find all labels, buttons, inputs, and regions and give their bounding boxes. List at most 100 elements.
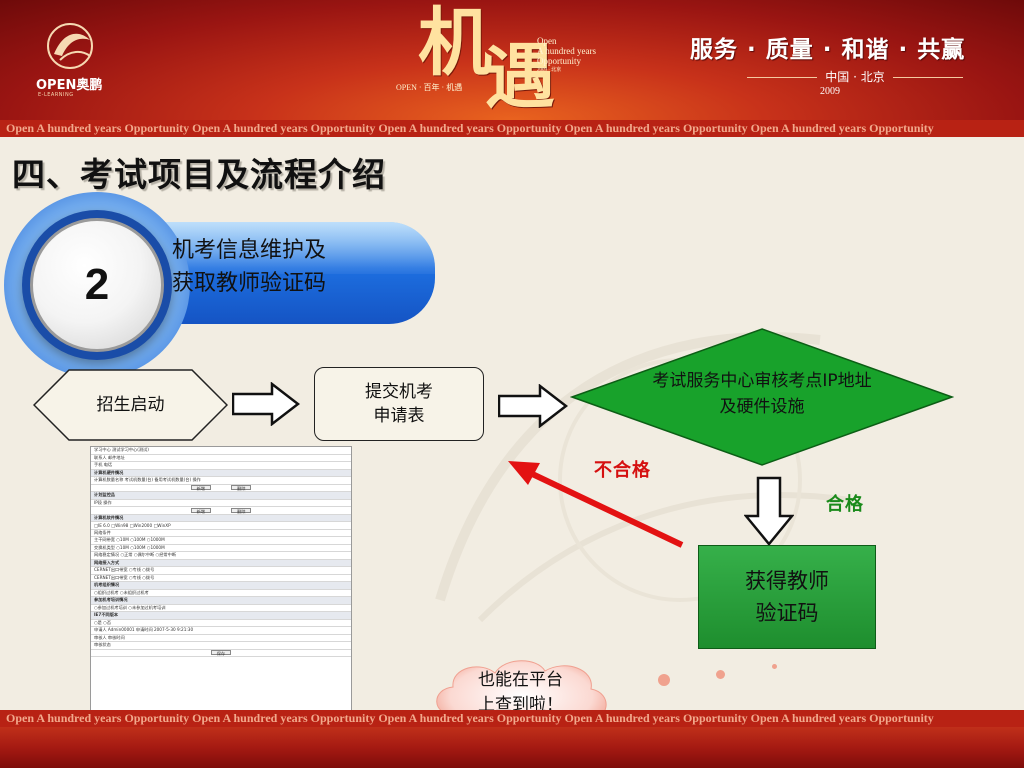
form-cell-text: CERNET出口带宽 ○专线 ○拨号 [94,567,155,573]
decorative-dot [658,674,670,686]
flow-submit-line2: 申请表 [373,406,425,426]
form-section-header: 计算机软件情况 [91,514,351,522]
form-row: 网络稳定情况 ○正常 ○偶尔中断 ○经常中断 [91,552,351,560]
flow-arrow-right-icon [232,382,300,426]
emblem-line: A hundred years [537,46,596,56]
form-section-header: 机考组织情况 [91,582,351,590]
flow-pass-label: 合格 [826,494,864,515]
form-row: IP段 操作 [91,499,351,507]
flow-review-label: 考试服务中心审核考点IP地址 及硬件设施 [590,368,934,420]
form-cell-text: 交换机类型 ○10M ○100M ○1000M [94,544,165,550]
form-button[interactable]: 删除 [231,507,252,514]
flow-submit-box: 提交机考 申请表 [314,367,484,441]
emblem-subtitle: OPEN · 百年 · 机遇 [396,83,463,92]
form-row: 交换机类型 ○10M ○100M ○1000M [91,544,351,552]
form-row: 主干网带宽 ○10M ○100M ○1000M [91,537,351,545]
step-label-line1: 机考信息维护及 [172,238,327,263]
form-cell-text: 网络稳定情况 ○正常 ○偶尔中断 ○经常中断 [94,552,176,558]
decorative-dot [716,670,725,679]
form-row: 保存 [91,650,351,657]
form-cell-text: 手机 电话 [94,462,113,468]
form-cell-text: 计算机软件情况 [94,514,124,520]
flow-review-line1: 考试服务中心审核考点IP地址 [652,371,872,391]
footer-banner [0,727,1024,768]
form-row: 新增 删除 [91,485,351,492]
form-cell-text: ○参加过机考培训 ○未参加过机考培训 [94,604,166,610]
form-row: ○参加过机考培训 ○未参加过机考培训 [91,604,351,612]
application-form-screenshot: 学习中心 测试学习中心(测试)联系人 邮件地址手机 电话计算机硬件情况计算机数量… [90,446,352,716]
form-row: 申请人 Admin00001 申请时间 2007-5-30 9:21:30 [91,627,351,635]
form-cell-text: 参加机考培训情况 [94,597,128,603]
form-cell-text: 计算机硬件情况 [94,469,124,475]
start-hexagon-shape [33,369,228,441]
brand-logo-subtext: E-LEARNING [38,92,74,98]
flow-arrow-down-icon [744,476,794,546]
flow-submit-line1: 提交机考 [365,382,433,402]
form-section-header: IE7不同版本 [91,612,351,620]
emblem-line: 2009 · 北京 [537,68,562,73]
form-cell-text: 学习中心 测试学习中心(测试) [94,447,149,453]
brand-logo-text: OPEN奥鹏 [36,78,103,93]
decorative-dot [772,664,777,669]
form-cell-text: 主干网带宽 ○10M ○100M ○1000M [94,537,165,543]
center-emblem: 机 遇 Open A hundred years Opportunity 200… [396,6,610,118]
form-row: 学习中心 测试学习中心(测试) [91,447,351,455]
flow-result-box: 获得教师 验证码 [698,545,876,649]
form-row: 新增 删除 [91,507,351,515]
form-section-header: 参加机考培训情况 [91,597,351,605]
form-row: CERNET出口带宽 ○专线 ○拨号 [91,567,351,575]
form-cell-text: 网络条件 [94,529,111,535]
form-button[interactable]: 保存 [210,650,232,656]
flow-result-line2: 验证码 [755,601,819,625]
tagline-bar-bottom: Open A hundred years Opportunity Open A … [0,710,1024,727]
form-cell-text: □IE 6.0 □Win98 □Win2000 □WinXP [94,522,171,528]
form-cell-text: 审核状态 [94,642,111,648]
emblem-line: Opportunity [537,56,581,66]
form-row: 网络条件 [91,529,351,537]
flow-fail-label: 不合格 [594,460,651,481]
header-banner: OPEN奥鹏 E-LEARNING 机 遇 Open A hundred yea… [0,0,1024,120]
form-cell-text: 网络接入方式 [94,559,120,565]
page-title: 四、考试项目及流程介绍 [12,155,386,194]
flow-result-line1: 获得教师 [745,569,829,593]
flow-arrow-right-icon [498,384,568,428]
brand-logo-icon [47,23,93,69]
form-row: ○组织过机考 ○未组织过机考 [91,589,351,597]
emblem-line: Open [537,36,557,46]
form-cell-text: 机考组织情况 [94,582,120,588]
form-cell-text: 计划监控品 [94,492,115,498]
fail-arrow-icon [508,461,684,548]
form-row: 手机 电话 [91,462,351,470]
form-button[interactable]: 新增 [190,507,211,514]
header-year: 2009 [820,86,840,97]
emblem-char-2: 遇 [485,35,555,118]
header-slogan: 服务 · 质量 · 和谐 · 共赢 [690,37,966,63]
form-row: 计算机数量名称 考试机数量(台) 备用考试机数量(台) 操作 [91,477,351,485]
form-row: 联系人 邮件地址 [91,454,351,462]
flow-review-line2: 及硬件设施 [719,397,805,417]
form-cell-text: 计算机数量名称 考试机数量(台) 备用考试机数量(台) 操作 [94,477,201,483]
form-cell-text: 审核人 审核时间 [94,634,125,640]
step-number: 2 [84,260,110,309]
form-section-header: 网络接入方式 [91,559,351,567]
form-cell-text: CERNET出口带宽 ○专线 ○拨号 [94,574,155,580]
review-diamond-shape [570,328,954,466]
form-cell-text: ○是 ○否 [94,619,112,625]
callout-line1: 也能在平台 [478,670,563,690]
header-location: 中国 · 北京 [720,68,990,85]
step-label-line2: 获取教师验证码 [172,271,327,296]
form-button[interactable]: 新增 [190,485,211,491]
step-badge-disc [30,218,164,352]
form-cell-text: IP段 操作 [94,499,112,505]
header-location-text: 中国 · 北京 [825,70,885,84]
form-row: □IE 6.0 □Win98 □Win2000 □WinXP [91,522,351,530]
form-cell-text: ○组织过机考 ○未组织过机考 [94,589,149,595]
emblem-english: Open A hundred years Opportunity 2009 · … [537,36,596,76]
form-button[interactable]: 删除 [231,485,252,491]
form-section-header: 计算机硬件情况 [91,469,351,477]
form-cell-text: 联系人 邮件地址 [94,454,125,460]
form-cell-text: 申请人 Admin00001 申请时间 2007-5-30 9:21:30 [94,627,194,633]
step-label: 机考信息维护及 获取教师验证码 [172,234,422,300]
form-row: CERNET出口带宽 ○专线 ○拨号 [91,574,351,582]
